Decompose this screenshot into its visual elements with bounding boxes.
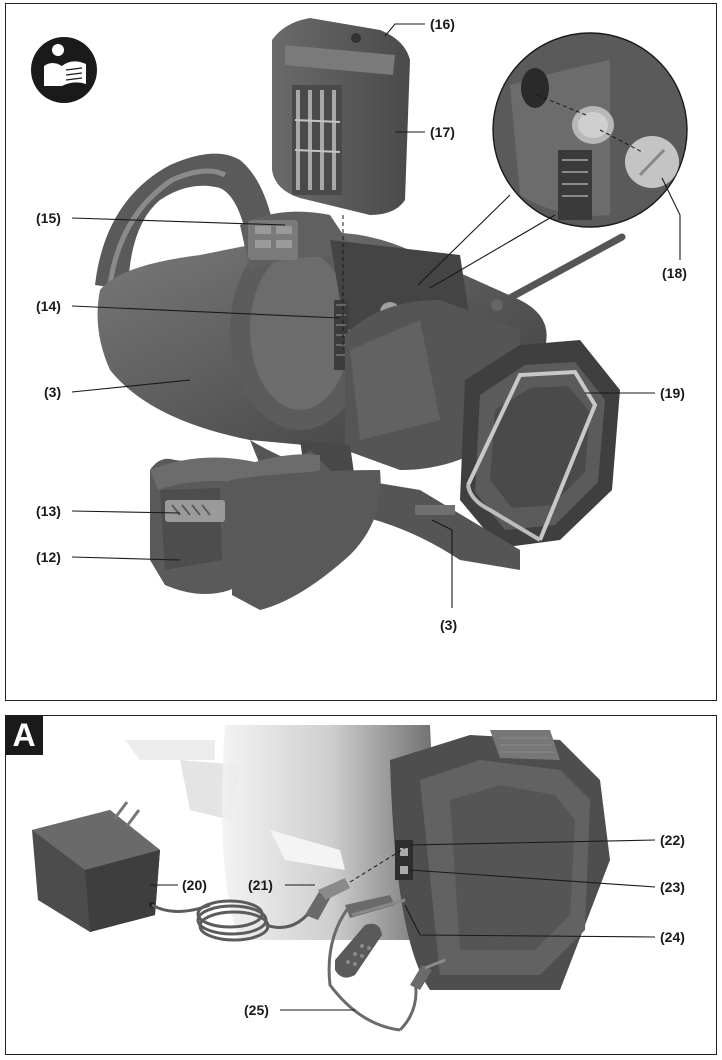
compartment-cover — [150, 450, 381, 610]
carry-handle — [95, 153, 272, 290]
dc-plug — [305, 878, 350, 920]
label-15: (15) — [36, 210, 61, 226]
label-22: (22) — [660, 832, 685, 848]
label-24: (24) — [660, 929, 685, 945]
label-16: (16) — [430, 16, 455, 32]
label-3-bottom: (3) — [440, 617, 457, 633]
leader-lines-main — [71, 23, 681, 608]
figure-a-badge: A — [5, 715, 43, 755]
label-21: (21) — [248, 877, 273, 893]
label-23: (23) — [660, 879, 685, 895]
label-20: (20) — [182, 877, 207, 893]
label-14: (14) — [36, 298, 61, 314]
battery-pack — [272, 18, 410, 215]
label-18: (18) — [662, 265, 687, 281]
label-12: (12) — [36, 549, 61, 565]
aux-cable — [327, 895, 446, 1032]
label-17: (17) — [430, 124, 455, 140]
smartphone — [335, 923, 382, 978]
label-3-left: (3) — [44, 384, 61, 400]
detail-inset — [492, 32, 688, 228]
read-manual-icon — [31, 37, 97, 103]
label-25: (25) — [244, 1002, 269, 1018]
leader-lines-a — [150, 839, 656, 1011]
power-adapter — [32, 801, 160, 932]
label-13: (13) — [36, 503, 61, 519]
label-19: (19) — [660, 385, 685, 401]
radio-side-view — [125, 725, 610, 990]
speaker-grille — [460, 340, 620, 548]
